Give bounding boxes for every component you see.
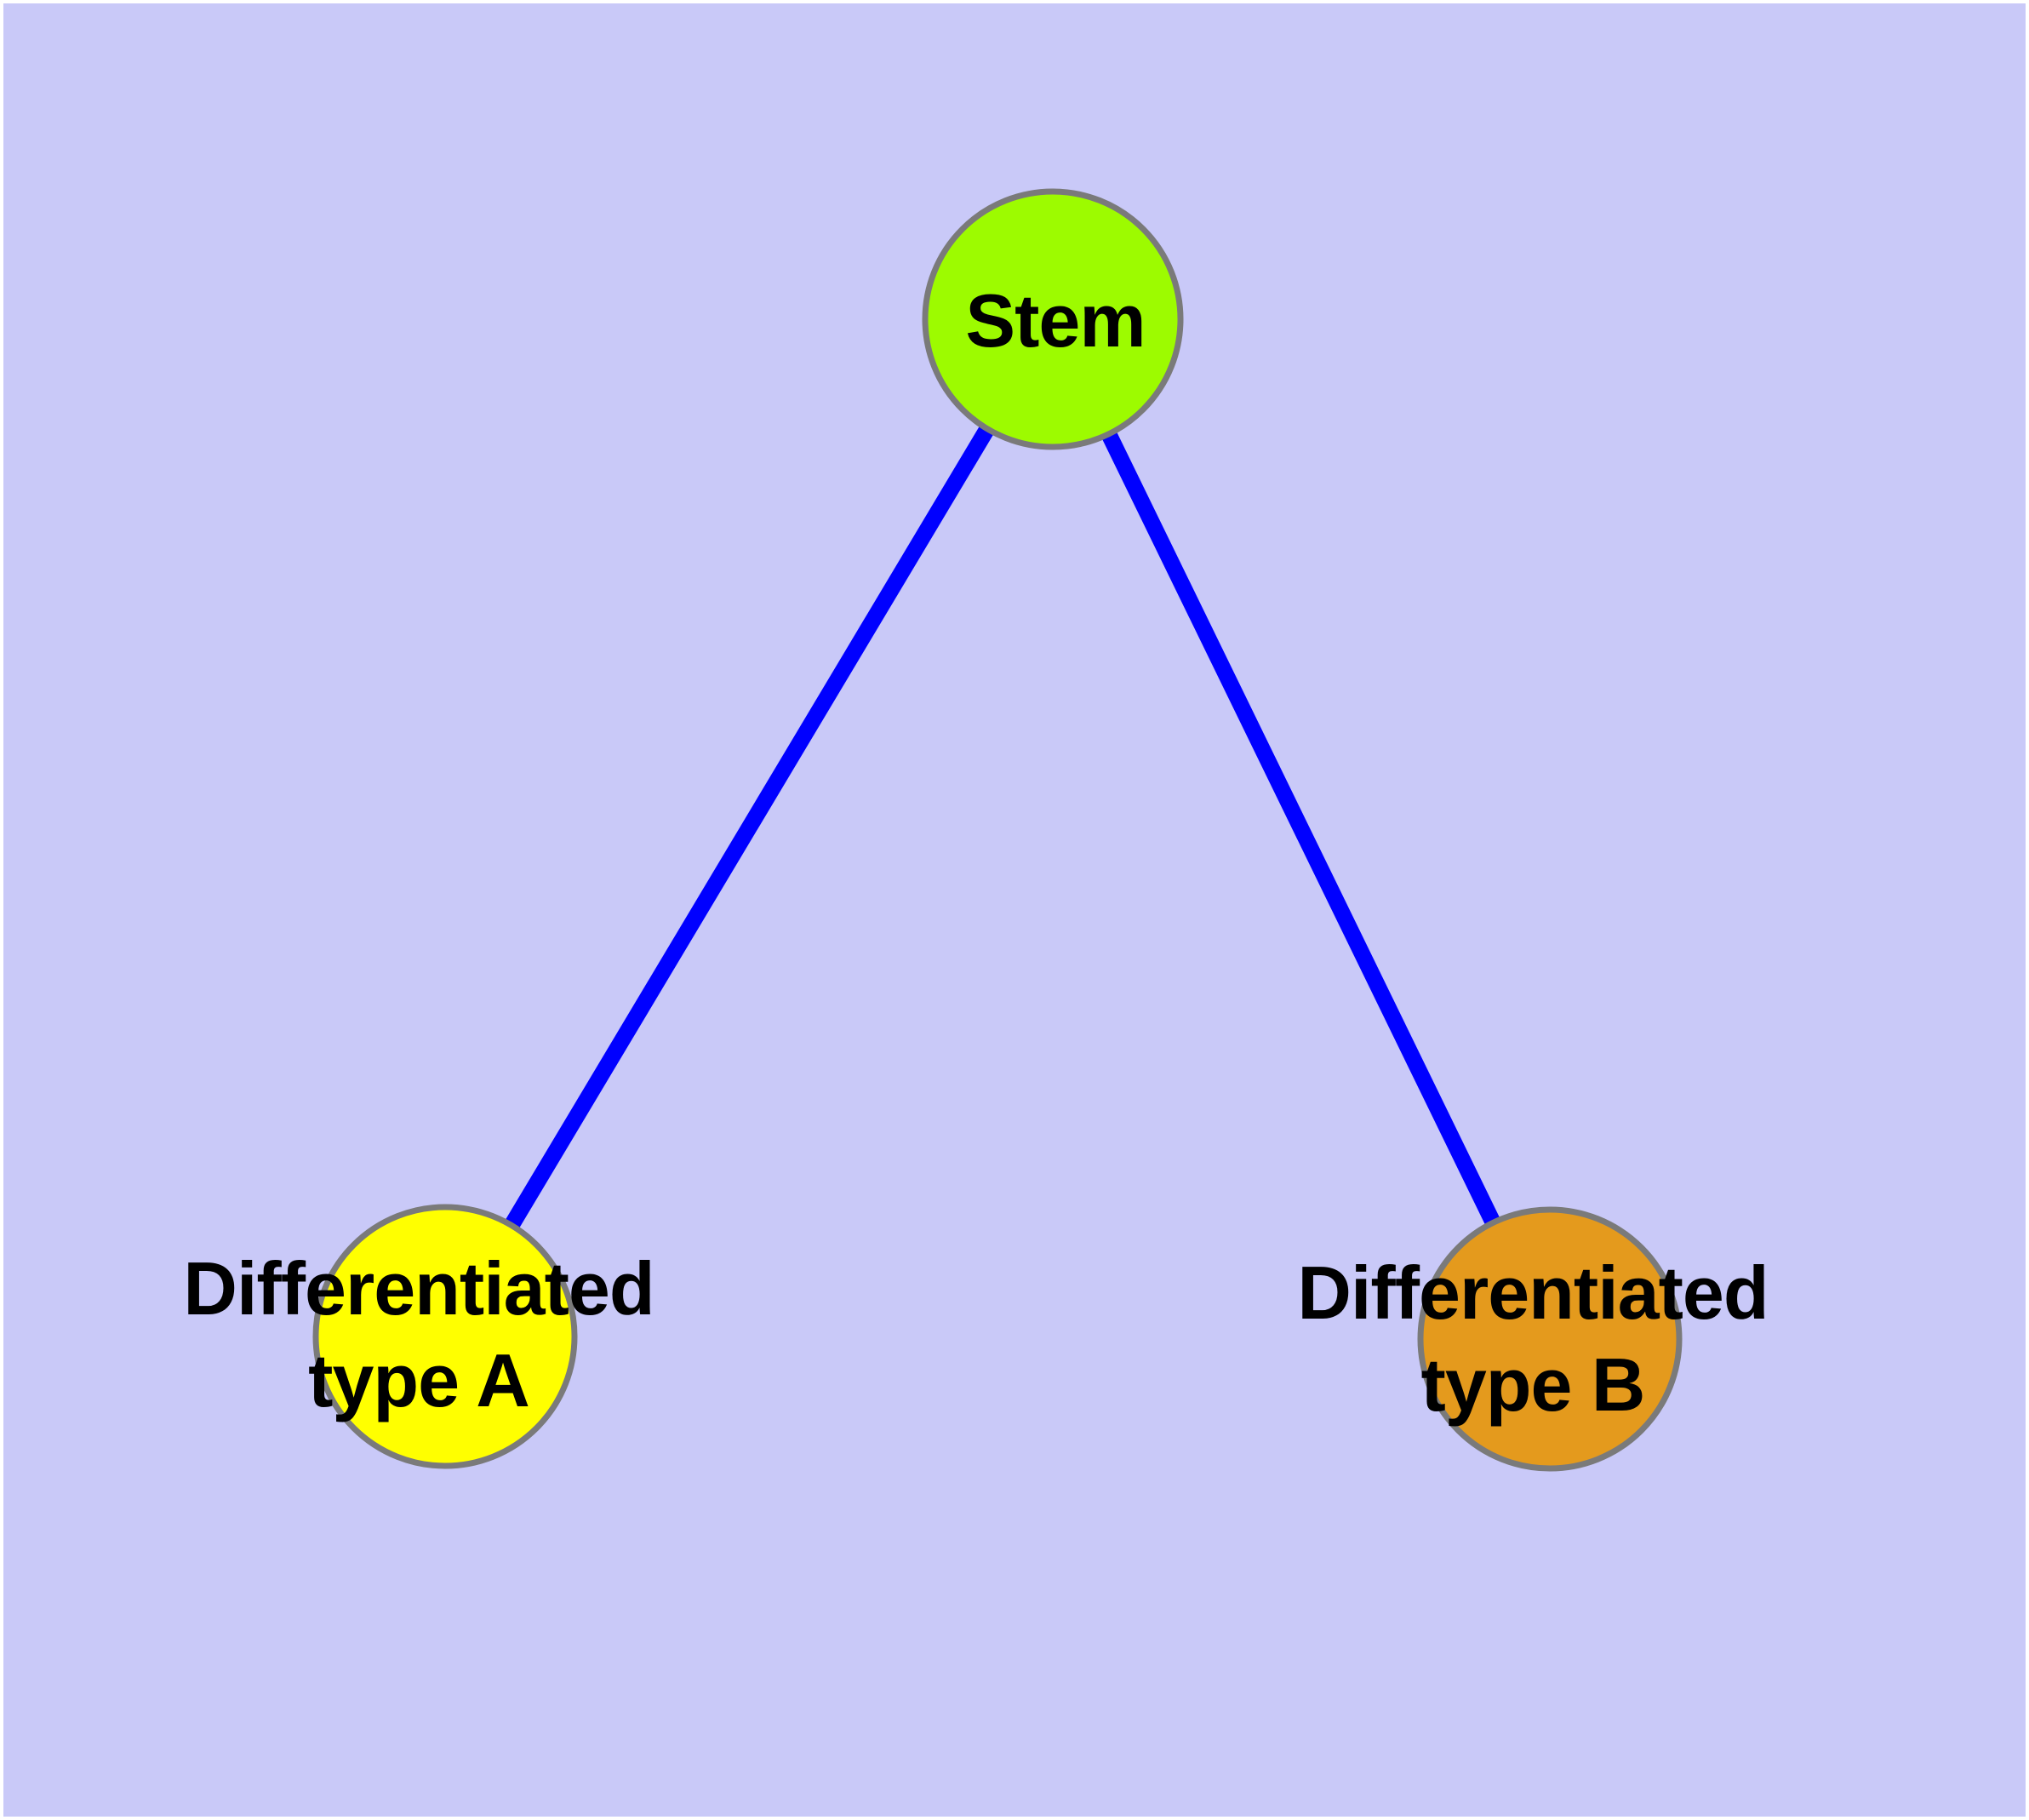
node-label-type-b-line1: Differentiated [1297, 1251, 1769, 1335]
node-label-type-a-line2: type A [308, 1338, 530, 1422]
node-label-differentiated-type-a: Differentiated type A [183, 1243, 654, 1427]
node-label-stem-text: Stem [965, 278, 1146, 363]
node-differentiated-type-a [312, 1204, 578, 1469]
edge-stem-to-type-a [437, 315, 1060, 1341]
node-stem [922, 188, 1184, 450]
node-differentiated-type-b [1417, 1206, 1683, 1472]
node-label-stem: Stem [965, 275, 1146, 367]
node-label-differentiated-type-b: Differentiated type B [1297, 1247, 1769, 1431]
node-label-type-b-line2: type B [1420, 1342, 1646, 1427]
node-label-type-a-line1: Differentiated [183, 1246, 654, 1331]
edge-stem-to-type-b [1045, 315, 1557, 1343]
